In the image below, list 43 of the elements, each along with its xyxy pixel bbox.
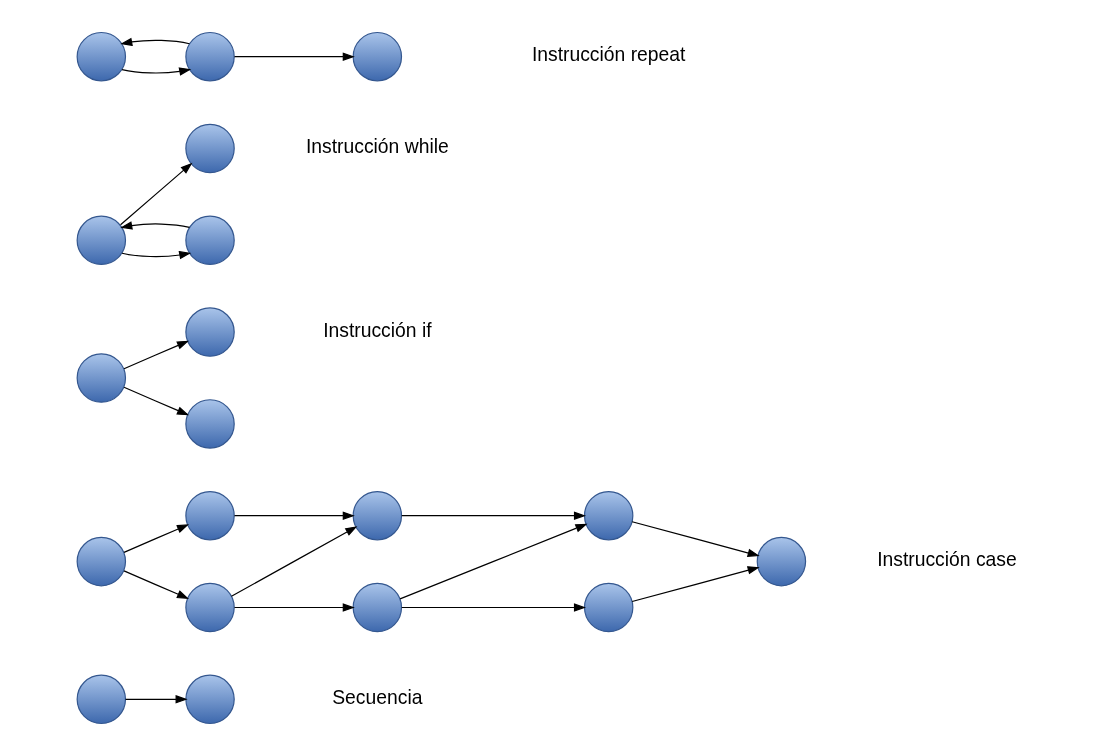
node-circle	[352, 582, 402, 633]
label: Instrucción case	[876, 549, 1017, 571]
node-circle	[184, 674, 235, 725]
node-circle	[583, 490, 633, 541]
node-circle	[184, 399, 235, 449]
arrow	[400, 603, 586, 612]
arrow	[119, 221, 190, 230]
arrow	[120, 67, 191, 76]
arrow	[122, 386, 189, 416]
node-circle	[76, 674, 126, 725]
arrow	[233, 52, 355, 61]
arrow	[119, 162, 192, 226]
node-circle	[184, 31, 235, 82]
node-circle	[184, 123, 235, 174]
arrow	[119, 37, 190, 47]
node-circle	[184, 215, 235, 266]
arrow	[631, 521, 760, 558]
node-circle	[352, 31, 402, 82]
node-circle	[76, 215, 126, 266]
node-circle	[76, 536, 126, 587]
arrow	[399, 523, 588, 600]
node-circle	[583, 582, 633, 633]
arrow	[400, 511, 586, 520]
arrow	[122, 570, 189, 599]
node-circle	[76, 353, 126, 403]
node-circle	[352, 490, 402, 541]
label: Instrucción while	[305, 136, 449, 158]
node-circle	[756, 536, 806, 587]
label: Secuencia	[331, 686, 422, 708]
arrow	[122, 340, 189, 370]
arrow	[631, 566, 760, 603]
arrow	[230, 526, 357, 597]
arrow	[120, 250, 191, 260]
node-circle	[184, 490, 235, 541]
node-circle	[184, 582, 235, 633]
arrow	[122, 524, 189, 553]
node-circle	[76, 31, 126, 82]
arrow	[233, 511, 355, 520]
node-circle	[184, 307, 235, 357]
label: Instrucción if	[322, 319, 432, 341]
arrow	[233, 603, 355, 612]
label: Instrucción repeat	[531, 44, 685, 66]
arrow	[124, 695, 188, 704]
